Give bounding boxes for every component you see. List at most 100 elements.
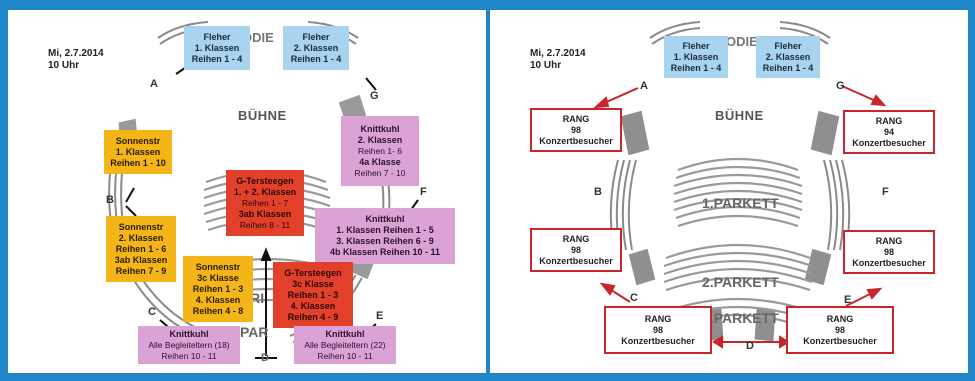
box-fleher-1: Fleher 1. Klassen Reihen 1 - 4 xyxy=(184,26,250,70)
box-line: 4a Klasse xyxy=(359,156,401,167)
box-line: Fleher xyxy=(774,40,802,51)
box-line: Reihen 1 - 4 xyxy=(290,53,342,64)
box-line: Konzertbesucher xyxy=(852,137,926,148)
odi-label: ODIE xyxy=(726,34,758,49)
box-line: 2. Klassen xyxy=(357,134,403,145)
gate-a: A xyxy=(640,80,648,92)
box-line: Reihen 1- 6 xyxy=(358,145,402,156)
gate-f: F xyxy=(420,186,427,198)
box-line: 4. Klassen xyxy=(290,300,336,311)
parkett-1-label: 1.PARKETT xyxy=(702,195,779,211)
rang-box-a: RANG 98 Konzertbesucher xyxy=(530,108,622,152)
box-line: 3ab Klassen xyxy=(114,254,168,265)
box-line: Sonnenstr xyxy=(115,135,161,146)
box-line: 3c Klasse xyxy=(292,278,334,289)
box-line: Knittkuhl xyxy=(169,328,209,339)
box-line: Konzertbesucher xyxy=(852,257,926,268)
box-line: Reihen 4 - 9 xyxy=(287,311,339,322)
box-line: Fleher xyxy=(302,31,330,42)
box-line: Reihen 10 - 11 xyxy=(161,350,217,361)
box-line: Konzertbesucher xyxy=(539,255,613,266)
gate-a: A xyxy=(150,78,158,90)
box-line: Reihen 10 - 11 xyxy=(317,350,373,361)
box-line: 2. Klassen xyxy=(293,42,339,53)
box-line: RANG xyxy=(562,233,590,244)
box-line: 1. Klassen Reihen 1 - 5 xyxy=(336,225,434,235)
box-line: Reihen 7 - 10 xyxy=(354,167,406,178)
gate-f: F xyxy=(882,186,889,198)
box-line: 98 xyxy=(834,324,845,335)
box-line: 3. Klassen Reihen 6 - 9 xyxy=(336,236,434,246)
box-line: Knittkuhl xyxy=(360,123,400,134)
parkett-2-label: 2.PARKETT xyxy=(702,274,779,290)
box-line: 2. Klassen xyxy=(118,232,164,243)
box-knittkuhl-1: Knittkuhl 1. Klassen Reihen 1 - 5 3. Kla… xyxy=(315,208,455,264)
date-time: Mi, 2.7.2014 10 Uhr xyxy=(530,48,586,72)
box-line: 4. Klassen xyxy=(195,294,241,305)
rang-box-g: RANG 94 Konzertbesucher xyxy=(843,110,935,154)
right-seating-plan: Mi, 2.7.2014 10 Uhr ODIE BÜHNE 1.PARKETT… xyxy=(490,10,968,373)
rang-box-d-right: RANG 98 Konzertbesucher xyxy=(786,306,894,354)
box-line: Konzertbesucher xyxy=(539,135,613,146)
box-line: Reihen 1 - 4 xyxy=(670,62,722,73)
left-seating-plan: Mi, 2.7.2014 10 Uhr ODIE BÜHNE ARI PAR D… xyxy=(8,10,486,373)
box-gtersteegen-2: G-Tersteegen 3c Klasse Reihen 1 - 3 4. K… xyxy=(273,262,353,328)
box-line: RANG xyxy=(644,313,672,324)
box-line: Knittkuhl xyxy=(365,214,405,224)
gate-d: D xyxy=(746,340,754,352)
box-line: Konzertbesucher xyxy=(621,335,695,346)
box-line: 1. Klassen xyxy=(194,42,240,53)
box-line: Alle Begleiteltern (22) xyxy=(304,339,386,350)
gate-c: C xyxy=(148,306,156,318)
box-line: Reihen 1 - 3 xyxy=(192,283,244,294)
box-line: Reihen 1 - 4 xyxy=(762,62,814,73)
box-line: RANG xyxy=(875,235,903,246)
box-line: 2. Klassen xyxy=(765,51,811,62)
box-line: 94 xyxy=(883,126,894,137)
box-line: 3ab Klassen xyxy=(238,208,292,219)
time-text: 10 Uhr xyxy=(530,60,562,71)
box-line: 1. Klassen xyxy=(673,51,719,62)
box-line: Fleher xyxy=(203,31,231,42)
parkett-3-label: 3.PARKETT xyxy=(702,310,779,326)
date-text: Mi, 2.7.2014 xyxy=(48,48,104,59)
stage-label: BÜHNE xyxy=(238,108,287,123)
gate-e: E xyxy=(844,294,852,306)
bg-label-par: PAR xyxy=(240,324,269,340)
box-line: Reihen 1 - 7 xyxy=(241,197,289,208)
box-gtersteegen-1: G-Tersteegen 1. + 2. Klassen Reihen 1 - … xyxy=(226,170,304,236)
rang-box-d-left: RANG 98 Konzertbesucher xyxy=(604,306,712,354)
box-line: Reihen 4 - 8 xyxy=(192,305,244,316)
box-sonnenstr-2: Sonnenstr 2. Klassen Reihen 1 - 6 3ab Kl… xyxy=(106,216,176,282)
gate-g: G xyxy=(370,90,379,102)
box-line: Reihen 1 - 6 xyxy=(115,243,167,254)
box-knittkuhl-begleit-22: Knittkuhl Alle Begleiteltern (22) Reihen… xyxy=(294,326,396,364)
box-line: 98 xyxy=(883,246,894,257)
box-line: RANG xyxy=(875,115,903,126)
gate-c: C xyxy=(630,292,638,304)
box-line: G-Tersteegen xyxy=(236,175,294,186)
box-line: 3c Klasse xyxy=(197,272,239,283)
box-line: Reihen 7 - 9 xyxy=(115,265,167,276)
rang-box-e: RANG 98 Konzertbesucher xyxy=(843,230,935,274)
box-line: Reihen 1 - 4 xyxy=(191,53,243,64)
box-line: Sonnenstr xyxy=(118,221,164,232)
gate-b: B xyxy=(594,186,602,198)
stage-label: BÜHNE xyxy=(715,108,764,123)
box-line: RANG xyxy=(562,113,590,124)
box-sonnenstr-3: Sonnenstr 3c Klasse Reihen 1 - 3 4. Klas… xyxy=(183,256,253,322)
box-line: Konzertbesucher xyxy=(803,335,877,346)
box-knittkuhl-begleit-18: Knittkuhl Alle Begleiteltern (18) Reihen… xyxy=(138,326,240,364)
box-line: 98 xyxy=(570,244,581,255)
gate-g: G xyxy=(836,80,845,92)
box-sonnenstr-1: Sonnenstr 1. Klassen Reihen 1 - 10 xyxy=(104,130,172,174)
date-text: Mi, 2.7.2014 xyxy=(530,48,586,59)
box-line: Alle Begleiteltern (18) xyxy=(148,339,230,350)
box-fleher-2: Fleher 2. Klassen Reihen 1 - 4 xyxy=(283,26,349,70)
box-line: Knittkuhl xyxy=(325,328,365,339)
box-line: RANG xyxy=(826,313,854,324)
box-fleher-2: Fleher 2. Klassen Reihen 1 - 4 xyxy=(756,36,820,78)
box-line: 98 xyxy=(570,124,581,135)
box-fleher-1: Fleher 1. Klassen Reihen 1 - 4 xyxy=(664,36,728,78)
box-line: 98 xyxy=(652,324,663,335)
